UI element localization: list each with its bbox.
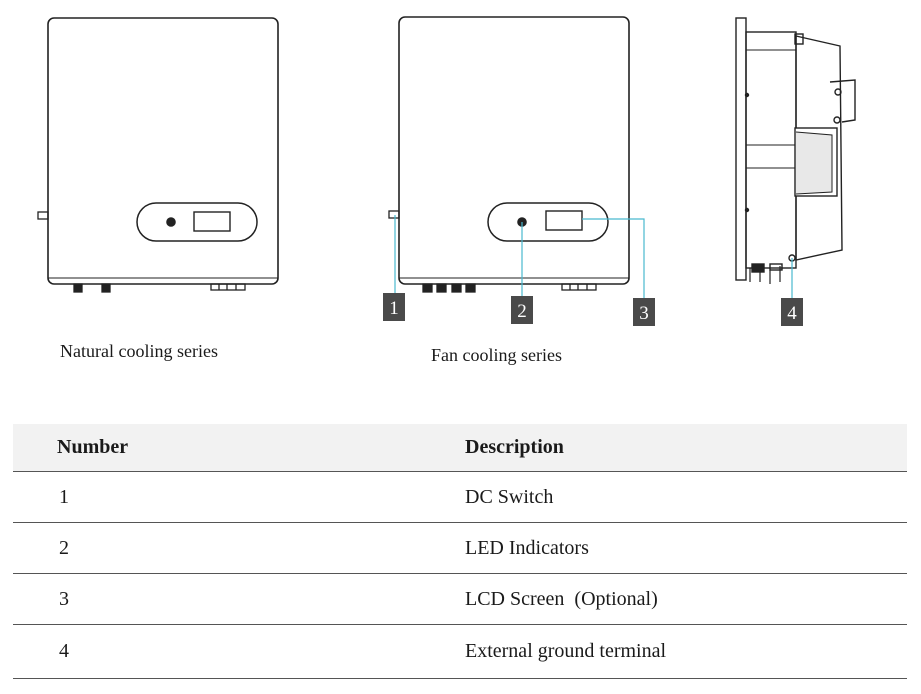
svg-text:2: 2 xyxy=(517,301,527,322)
callout-badge-2: 2 xyxy=(511,296,533,324)
number-column-header: Number xyxy=(13,424,465,472)
table-row: 1 DC Switch xyxy=(13,471,907,523)
row-description: LCD Screen (Optional) xyxy=(465,573,907,625)
svg-text:4: 4 xyxy=(787,303,797,324)
callout-badge-1: 1 xyxy=(383,293,405,321)
svg-text:3: 3 xyxy=(639,303,649,324)
row-number: 1 xyxy=(13,471,465,523)
table-row: 2 LED Indicators xyxy=(13,522,907,574)
row-description: External ground terminal xyxy=(465,624,907,679)
row-number: 3 xyxy=(13,573,465,625)
natural-cooling-caption: Natural cooling series xyxy=(60,341,218,361)
row-number: 2 xyxy=(13,522,465,574)
table-row: 3 LCD Screen (Optional) xyxy=(13,573,907,625)
callout-badge-3: 3 xyxy=(633,298,655,326)
inverter-figure: 1 2 3 4 xyxy=(37,16,856,326)
row-number: 4 xyxy=(13,624,465,679)
row-description: LED Indicators xyxy=(465,522,907,574)
row-description: DC Switch xyxy=(465,471,907,523)
inverter-side-view xyxy=(735,17,856,284)
fan-cooling-inverter xyxy=(388,16,630,293)
table-row: 4 External ground terminal xyxy=(13,624,907,679)
table-header-row: Number Description xyxy=(13,424,907,472)
svg-text:1: 1 xyxy=(389,298,399,319)
description-column-header: Description xyxy=(465,424,907,472)
fan-cooling-caption: Fan cooling series xyxy=(431,345,562,365)
callout-leader-lines xyxy=(394,215,793,298)
natural-cooling-inverter xyxy=(37,17,279,293)
callout-badge-4: 4 xyxy=(781,298,803,326)
parts-table: Number Description 1 DC Switch 2 LED Ind… xyxy=(13,424,907,679)
